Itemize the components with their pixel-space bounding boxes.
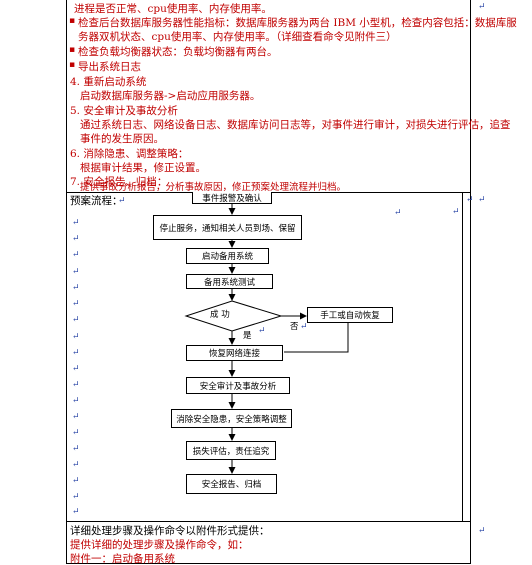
flow-node-alarm-confirm: 事件报警及确认 [192,192,272,204]
footer-line-1: 提供详细的处理步骤及操作命令，如： [70,539,249,551]
step-detail-restart: 启动数据库服务器->启动应用服务器。 [80,90,261,102]
paragraph-mark: ↵ [72,234,80,244]
flow-node-manual-recovery: 手工或自动恢复 [307,307,393,323]
paragraph-mark: ↵ [72,283,80,293]
paragraph-mark: ↵ [72,492,80,502]
footer-line-2: 附件一：启动备用系统 [70,553,175,565]
paragraph-mark: ↵ [478,195,486,205]
paragraph-mark: ↵ [466,195,474,205]
step-heading-eliminate: 6. 消除隐患、调整策略： [70,148,189,160]
paragraph-mark: ↵ [72,218,80,228]
step-line-process-status: 进程是否正常、cpu使用率、内存使用率。 [74,3,272,15]
paragraph-mark: ↵ [72,250,80,260]
table-left-border [66,0,67,564]
flow-node-stop-service: 停止服务，通知相关人员到场、保留 [153,215,302,240]
table-right-border [470,0,471,564]
step-line-export-logs: 导出系统日志 [69,61,141,73]
flow-node-eliminate-hazards: 消除安全隐患，安全策略调整 [171,409,292,428]
paragraph-mark: ↵ [478,2,486,12]
step-detail-audit-cont: 事件的发生原因。 [80,133,164,145]
paragraph-mark: ↵ [72,412,80,422]
step-line-load-balancer: 检查负载均衡器状态：负载均衡器有两台。 [69,46,277,58]
paragraph-mark: ↵ [258,326,266,336]
paragraph-mark: ↵ [72,364,80,374]
step-line-db-performance-cont: 务器双机状态、cpu使用率、内存使用率。（详细查看命令见附件三） [78,31,397,43]
paragraph-mark: ↵ [72,348,80,358]
flow-label-yes: 是 [243,331,252,341]
step-detail-report: 提供事故分析报告，分析事故原因，修正预案处理流程并归档。 [80,182,347,193]
paragraph-mark: ↵ [452,207,460,217]
paragraph-mark: ↵ [72,428,80,438]
paragraph-mark: ↵ [72,267,80,277]
step-heading-restart: 4. 重新启动系统 [70,76,147,88]
paragraph-mark: ↵ [72,444,80,454]
flow-decision-success: 成 功 [210,310,230,320]
flow-label-no: 否 [290,322,299,332]
flow-node-loss-assessment: 损失评估，责任追究 [186,441,276,460]
flow-section-label: 预案流程： [70,195,123,207]
paragraph-mark: ↵ [394,208,402,218]
flow-node-security-report: 安全报告、归档 [186,474,277,494]
paragraph-mark: ↵ [118,196,126,206]
paragraph-mark: ↵ [72,332,80,342]
paragraph-mark: ↵ [72,507,80,517]
row-divider-2 [66,521,471,522]
flow-node-backup-test: 备用系统测试 [186,274,273,289]
step-heading-audit: 5. 安全审计及事故分析 [70,105,178,117]
flow-node-start-backup: 启动备用系统 [186,248,269,264]
flow-node-security-audit: 安全审计及事故分析 [186,377,290,394]
footer-title: 详细处理步骤及操作命令以附件形式提供： [70,525,270,537]
step-detail-eliminate: 根据审计结果，修正设置。 [80,162,206,174]
paragraph-mark: ↵ [72,299,80,309]
paragraph-mark: ↵ [300,322,308,332]
step-line-db-performance: 检查后台数据库服务器性能指标：数据库服务器为两台 IBM 小型机，检查内容包括：… [69,17,517,29]
paragraph-mark: ↵ [72,380,80,390]
paragraph-mark: ↵ [72,460,80,470]
flow-node-restore-network: 恢复网络连接 [186,345,283,361]
step-detail-audit: 通过系统日志、网络设备日志、数据库访问日志等，对事件进行审计，对损失进行评估，追… [80,119,511,131]
flow-inner-border [462,192,463,521]
paragraph-mark: ↵ [72,396,80,406]
step-heading-report: 7. 安全报告、归档： [70,176,168,188]
paragraph-mark: ↵ [72,315,80,325]
paragraph-mark: ↵ [478,526,486,536]
paragraph-mark: ↵ [72,476,80,486]
